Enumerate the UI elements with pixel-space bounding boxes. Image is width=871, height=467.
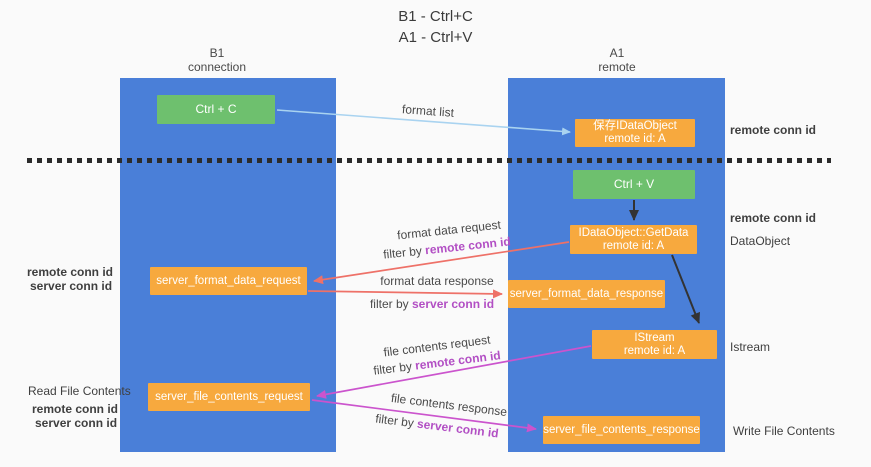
node-ctrl-v: Ctrl + V bbox=[573, 170, 695, 199]
title-line-1: B1 - Ctrl+C bbox=[398, 8, 473, 25]
edge-label-format-data-response: format data response bbox=[380, 274, 494, 288]
server-conn-id-text: server conn id bbox=[412, 297, 495, 311]
node-save-idataobject: 保存IDataObject remote id: A bbox=[575, 119, 695, 147]
edge-label-filter-server-1: filter by server conn id bbox=[370, 297, 494, 311]
lane-a1-role: remote bbox=[598, 60, 636, 74]
node-ctrl-c: Ctrl + C bbox=[157, 95, 275, 124]
node-istream: IStream remote id: A bbox=[592, 330, 717, 359]
filter-by-text: filter by bbox=[372, 359, 413, 378]
node-server-format-data-request: server_format_data_request bbox=[150, 267, 307, 295]
node-server-file-contents-response: server_file_contents_response bbox=[543, 416, 700, 444]
left-server-conn-id-2: server conn id bbox=[35, 416, 118, 430]
node-file-request-label: server_file_contents_request bbox=[155, 390, 303, 403]
filter-by-text: filter by bbox=[369, 297, 409, 311]
node-format-request-label: server_format_data_request bbox=[156, 274, 301, 287]
filter-by-text: filter by bbox=[382, 243, 423, 262]
node-save-idataobject-line2: remote id: A bbox=[604, 133, 666, 145]
title-line-2: A1 - Ctrl+V bbox=[398, 29, 473, 46]
dashed-separator-line bbox=[27, 158, 831, 163]
node-getdata-line2: remote id: A bbox=[602, 239, 665, 252]
node-file-response-label: server_file_contents_response bbox=[543, 423, 700, 436]
left-read-file-contents-label: Read File Contents bbox=[28, 384, 131, 398]
arrow-format-data-response bbox=[307, 289, 503, 299]
node-ctrl-v-label: Ctrl + V bbox=[613, 177, 655, 191]
node-save-idataobject-line1: 保存IDataObject bbox=[593, 120, 677, 132]
diagram-title: B1 - Ctrl+C A1 - Ctrl+V bbox=[328, 6, 543, 48]
node-server-format-data-response: server_format_data_response bbox=[508, 280, 665, 308]
node-ctrl-c-label: Ctrl + C bbox=[195, 102, 237, 116]
left-server-conn-id-1: server conn id bbox=[30, 279, 113, 293]
node-idataobject-getdata: IDataObject::GetData remote id: A bbox=[570, 225, 697, 254]
right-write-file-contents-label: Write File Contents bbox=[733, 424, 835, 438]
right-remote-conn-id-1: remote conn id bbox=[730, 123, 817, 137]
node-istream-line2: remote id: A bbox=[623, 344, 686, 357]
left-remote-conn-id-1: remote conn id bbox=[27, 265, 114, 279]
lane-header-a1: A1 remote bbox=[557, 46, 677, 74]
edge-label-format-list: format list bbox=[401, 102, 455, 120]
lane-b1-role: connection bbox=[187, 60, 247, 74]
right-remote-conn-id-2: remote conn id bbox=[730, 211, 817, 225]
lane-header-b1: B1 connection bbox=[157, 46, 277, 74]
node-istream-line1: IStream bbox=[634, 331, 675, 344]
node-format-response-label: server_format_data_response bbox=[509, 287, 664, 300]
server-conn-id-text: server conn id bbox=[416, 416, 500, 441]
right-istream-label: Istream bbox=[730, 340, 771, 354]
lane-a1-name: A1 bbox=[609, 46, 625, 60]
left-remote-conn-id-2: remote conn id bbox=[32, 402, 119, 416]
filter-by-text: filter by bbox=[374, 411, 415, 431]
right-dataobject-label: DataObject bbox=[730, 234, 791, 248]
node-server-file-contents-request: server_file_contents_request bbox=[148, 383, 310, 411]
node-getdata-line1: IDataObject::GetData bbox=[578, 226, 689, 239]
lane-b1-name: B1 bbox=[209, 46, 225, 60]
